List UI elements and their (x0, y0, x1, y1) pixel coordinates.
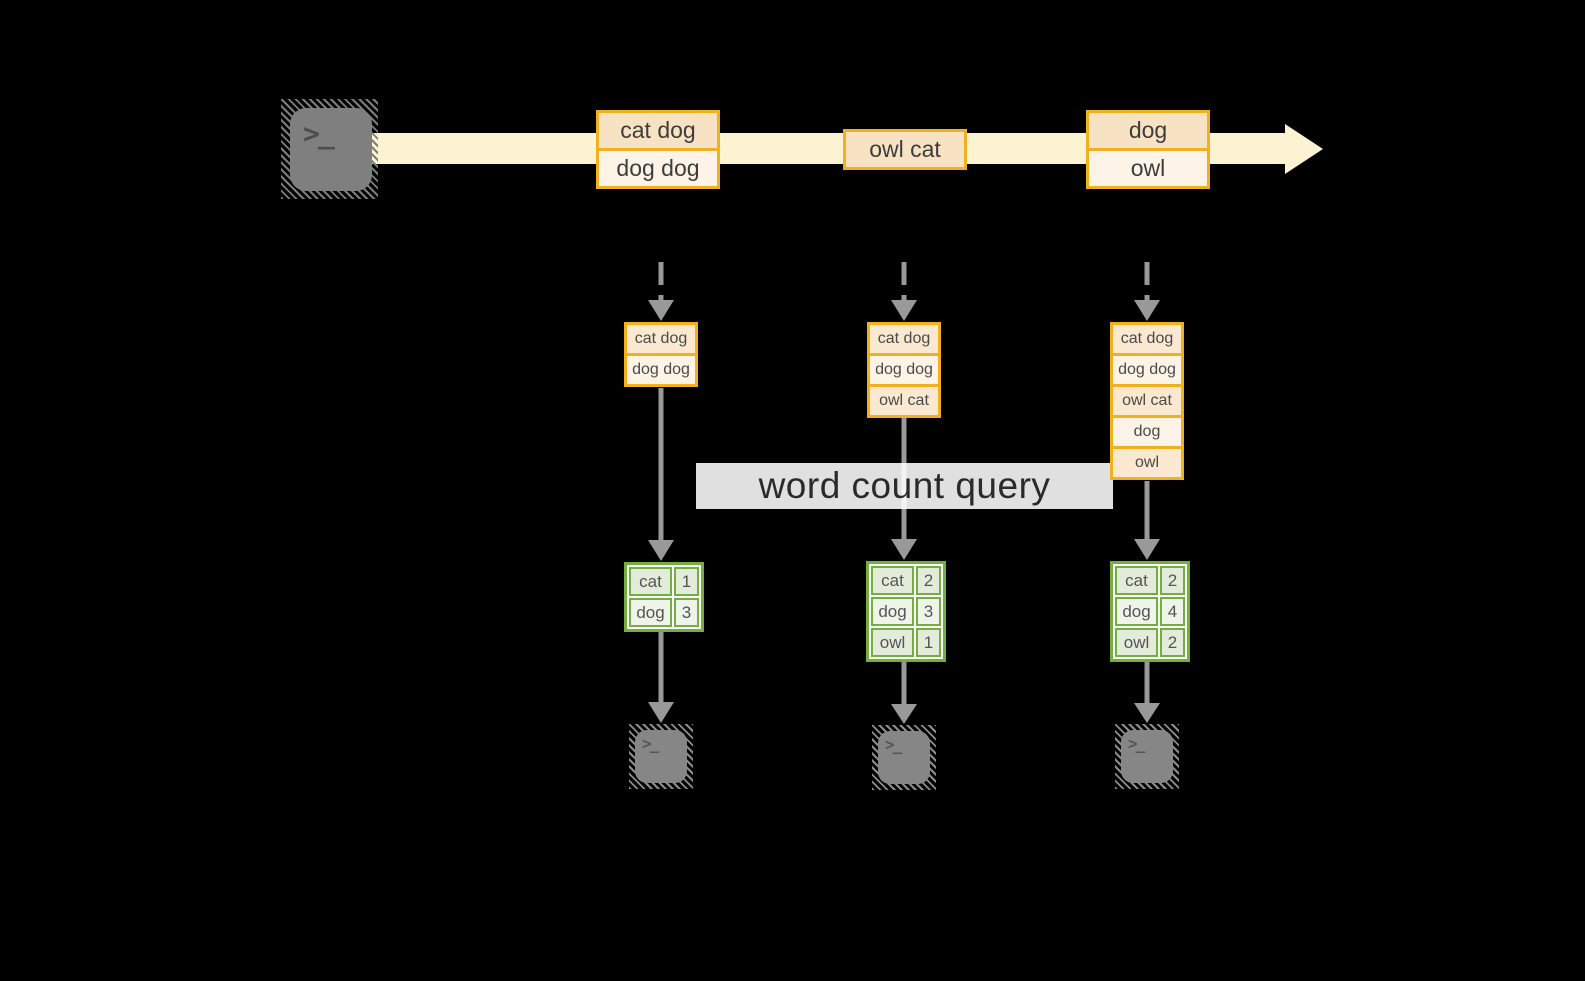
word-cell: dog (1115, 597, 1158, 626)
event-cell: owl (1089, 148, 1207, 186)
state-cell: owl cat (1113, 384, 1181, 415)
word-cell: owl (871, 628, 914, 657)
state-cell: dog dog (627, 353, 695, 384)
sink-terminal-icon: >_ (872, 725, 936, 790)
stream-event-3: dog owl (1086, 110, 1210, 189)
terminal-body (878, 731, 930, 784)
word-cell: owl (1115, 628, 1158, 657)
event-cell: dog dog (599, 148, 717, 186)
count-cell: 3 (674, 598, 699, 627)
terminal-body (1121, 730, 1173, 783)
word-cell: dog (629, 598, 672, 627)
count-cell: 2 (1160, 628, 1185, 657)
state-cell: owl (1113, 446, 1181, 477)
count-cell: 1 (674, 567, 699, 596)
state-cell: cat dog (870, 325, 938, 353)
state-cell: dog dog (1113, 353, 1181, 384)
count-cell: 2 (1160, 566, 1185, 595)
terminal-body (290, 108, 372, 191)
state-cell: cat dog (1113, 325, 1181, 353)
state-cell: cat dog (627, 325, 695, 353)
count-cell: 2 (916, 566, 941, 595)
event-cell: cat dog (599, 113, 717, 148)
state-cell: dog dog (870, 353, 938, 384)
query-band: word count query (696, 463, 1113, 509)
count-cell: 3 (916, 597, 941, 626)
word-cell: cat (871, 566, 914, 595)
event-cell: owl cat (846, 132, 964, 167)
event-cell: dog (1089, 113, 1207, 148)
count-table-2: cat 2 dog 3 owl 1 (866, 561, 946, 662)
count-cell: 4 (1160, 597, 1185, 626)
terminal-prompt-icon: >_ (1128, 734, 1145, 753)
word-cell: dog (871, 597, 914, 626)
word-cell: cat (1115, 566, 1158, 595)
state-stack-3: cat dog dog dog owl cat dog owl (1110, 322, 1184, 480)
source-terminal-icon: >_ (281, 99, 378, 199)
state-cell: dog (1113, 415, 1181, 446)
count-table-3: cat 2 dog 4 owl 2 (1110, 561, 1190, 662)
count-cell: 1 (916, 628, 941, 657)
terminal-prompt-icon: >_ (885, 735, 902, 754)
terminal-body (635, 730, 687, 783)
sink-terminal-icon: >_ (629, 724, 693, 789)
sink-terminal-icon: >_ (1115, 724, 1179, 789)
state-stack-2: cat dog dog dog owl cat (867, 322, 941, 418)
state-cell: owl cat (870, 384, 938, 415)
terminal-prompt-icon: >_ (303, 117, 335, 150)
stream-arrowhead-icon (1285, 124, 1323, 174)
terminal-prompt-icon: >_ (642, 734, 659, 753)
stream-event-1: cat dog dog dog (596, 110, 720, 189)
state-stack-1: cat dog dog dog (624, 322, 698, 387)
word-cell: cat (629, 567, 672, 596)
count-table-1: cat 1 dog 3 (624, 562, 704, 632)
query-label: word count query (758, 465, 1051, 506)
stream-event-2: owl cat (843, 129, 967, 170)
